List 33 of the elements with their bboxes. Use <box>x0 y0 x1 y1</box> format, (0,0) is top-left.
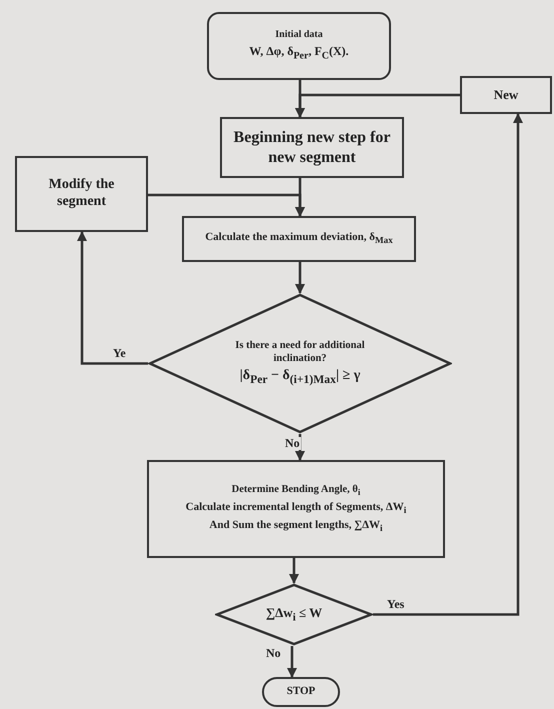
node-text: Calculate the maximum deviation, δ$_{Max}$ <box>205 231 393 247</box>
decision-diamond <box>148 293 452 434</box>
start-box <box>207 12 391 80</box>
node-text: Determine Bending Angle, θ$_{i}$ <box>232 484 360 498</box>
process-box <box>460 76 552 114</box>
node-text: W, Δφ, δ$_{Per}$, F$_{C}$(X). <box>249 44 349 63</box>
node-text: |δ$_{Per}$ − δ$_{(i+1)Max}$| ≥ γ <box>240 368 360 387</box>
node-text: ∑Δw$_{i}$ ≤ W <box>266 604 322 624</box>
arrow <box>287 646 297 678</box>
decision-diamond <box>215 583 373 646</box>
edge-label: Yes <box>386 598 406 612</box>
node-text: New <box>494 87 518 103</box>
node-text: Modify the segment <box>48 177 116 211</box>
node-text: Beginning new step for new segment <box>232 128 392 167</box>
process-box <box>147 460 445 558</box>
arrow <box>289 558 299 584</box>
edge-label: No <box>265 647 282 660</box>
edge-label: Ye <box>112 347 127 360</box>
node-text: And Sum the segment lengths, ∑ΔW$_{i}$ <box>209 518 383 534</box>
node-text: Calculate incremental length of Segments, ΔW$_{i}$ <box>186 500 406 516</box>
process-box <box>182 216 416 262</box>
node-heading: Is there a need for additional inclination? <box>234 340 366 366</box>
arrow <box>77 231 148 365</box>
arrow <box>295 94 460 118</box>
node-text: STOP <box>286 685 316 699</box>
arrow <box>373 113 523 616</box>
process-box <box>15 156 148 232</box>
arrow <box>148 194 305 217</box>
arrow <box>295 434 305 461</box>
node-heading: Initial data <box>275 29 323 42</box>
process-box <box>220 117 404 178</box>
arrow <box>295 262 305 294</box>
edge-label: No <box>284 437 301 450</box>
